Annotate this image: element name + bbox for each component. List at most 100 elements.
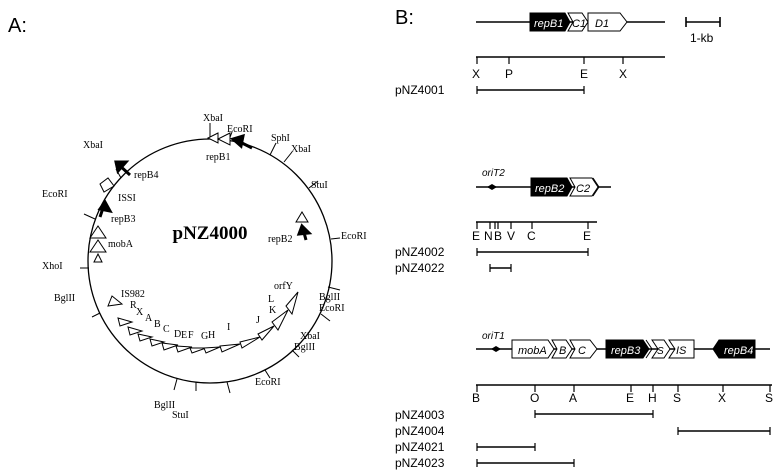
gene-label-orfy: orfY bbox=[274, 281, 293, 292]
repb1-arrow-a bbox=[206, 132, 219, 144]
site-label-stui: StuI bbox=[172, 410, 189, 421]
origin-marker bbox=[491, 346, 501, 352]
map2-site-n: N bbox=[484, 229, 493, 243]
gene-label-is982: IS982 bbox=[121, 289, 145, 300]
gene-label-g: G bbox=[201, 331, 208, 342]
map2-site-b: B bbox=[494, 229, 502, 243]
gene-label-repb1: repB1 bbox=[206, 152, 230, 163]
gene-i-arrow bbox=[257, 325, 275, 341]
gene-b-arrow bbox=[149, 338, 166, 347]
panel-a-label: A: bbox=[8, 15, 27, 37]
map3-gene-repb3: repB3 bbox=[611, 345, 641, 357]
repb4-black-arrow bbox=[114, 160, 132, 177]
clone-pnz4002: pNZ4002 bbox=[395, 245, 445, 259]
site-label-xbai: XbaI bbox=[203, 113, 223, 124]
map1-gene-c1: C1 bbox=[572, 18, 586, 30]
map3-gene-moba: mobA bbox=[518, 345, 547, 357]
site-label-bglii: BglII bbox=[154, 400, 175, 411]
gene-label-i: I bbox=[227, 322, 230, 333]
gene-label-c: C bbox=[163, 324, 170, 335]
site-label-xbai: XbaI bbox=[83, 140, 103, 151]
map3-site-x: X bbox=[718, 391, 726, 405]
gene-label-b: B bbox=[154, 319, 161, 330]
map2-gene-c2: C2 bbox=[576, 183, 590, 195]
gene-x-arrow bbox=[127, 326, 144, 336]
map3-gene-is: IS bbox=[676, 345, 687, 357]
map1-site-e: E bbox=[580, 67, 588, 81]
repb2-gene-box bbox=[530, 177, 573, 197]
b-gene-box bbox=[551, 339, 573, 359]
site-label-xhoi: XhoI bbox=[42, 261, 63, 272]
map3-gene-s: S bbox=[657, 346, 664, 357]
site-ticks bbox=[80, 123, 341, 394]
map1-gene-repb1: repB1 bbox=[534, 18, 563, 30]
map3-site-s: S bbox=[765, 391, 773, 405]
site-label-ecori: EcoRI bbox=[255, 377, 281, 388]
gene-label-r: R bbox=[130, 300, 137, 311]
map-1: repB1 C1 D1 X P E X pNZ4001 bbox=[395, 12, 665, 97]
map2-site-e: E bbox=[583, 229, 591, 243]
moba-arrow-a bbox=[89, 225, 107, 239]
map-2: oriT2 repB2 C2 E N B V C E pNZ4002 bbox=[395, 168, 611, 275]
repb3-black-arrow bbox=[97, 199, 113, 218]
clone-pnz4004: pNZ4004 bbox=[395, 424, 445, 438]
map3-site-s: S bbox=[673, 391, 681, 405]
site-label-ecori: EcoRI bbox=[227, 124, 253, 135]
gene-label-e: E bbox=[181, 330, 187, 341]
gene-label-x: X bbox=[136, 307, 144, 318]
map3-site-h: H bbox=[648, 391, 657, 405]
site-label-ecori: EcoRI bbox=[319, 303, 345, 314]
plasmid-map: pNZ4000 XbaI EcoRI SphI XbaI bbox=[42, 113, 367, 421]
gene-label-l: L bbox=[268, 294, 274, 305]
gene-label-h: H bbox=[208, 330, 215, 341]
site-label-ecori: EcoRI bbox=[42, 189, 68, 200]
panel-b-label: B: bbox=[395, 7, 414, 29]
moba-arrow-c bbox=[93, 252, 103, 263]
site-label-xbai: XbaI bbox=[300, 331, 320, 342]
gene-label-repb3: repB3 bbox=[111, 214, 135, 225]
gene-label-a: A bbox=[145, 313, 153, 324]
map2-site-c: C bbox=[527, 229, 536, 243]
gene-label-repb4: repB4 bbox=[134, 170, 158, 181]
map3-site-b: B bbox=[472, 391, 480, 405]
gene-d-arrow bbox=[175, 345, 193, 353]
gene-f-arrow bbox=[203, 346, 221, 354]
clone-pnz4022: pNZ4022 bbox=[395, 261, 445, 275]
map2-gene-repb2: repB2 bbox=[535, 183, 564, 195]
gene-label-j: J bbox=[256, 315, 260, 326]
moba-arrow-b bbox=[89, 239, 107, 253]
map3-site-a: A bbox=[569, 391, 577, 405]
gene-label-moba: mobA bbox=[108, 239, 134, 250]
repb3-gene-box bbox=[605, 339, 650, 359]
gene-r-arrow bbox=[117, 317, 134, 327]
repb2-arrow bbox=[295, 211, 309, 223]
map2-site-e: E bbox=[472, 229, 480, 243]
clone-pnz4003: pNZ4003 bbox=[395, 408, 445, 422]
gene-label-k: K bbox=[269, 305, 277, 316]
map3-site-e: E bbox=[626, 391, 634, 405]
site-label-bglii: BglII bbox=[319, 292, 340, 303]
map1-gene-d1: D1 bbox=[595, 18, 609, 30]
gene-arrows bbox=[89, 132, 309, 354]
c1-gene-box bbox=[567, 12, 589, 32]
black-arrows bbox=[97, 133, 313, 241]
origin-marker bbox=[487, 184, 497, 190]
clone-pnz4021: pNZ4021 bbox=[395, 440, 445, 454]
gene-label-issi: ISSI bbox=[118, 193, 136, 204]
gene-label-repb2: repB2 bbox=[268, 234, 292, 245]
c-gene-box bbox=[569, 339, 598, 359]
site-label-bglii: BglII bbox=[294, 342, 315, 353]
map3-gene-repb4: repB4 bbox=[724, 345, 753, 357]
clone-pnz4001: pNZ4001 bbox=[395, 83, 445, 97]
repb4-gene-box bbox=[712, 339, 756, 359]
site-label-bglii: BglII bbox=[54, 293, 75, 304]
map3-origin: oriT1 bbox=[482, 331, 505, 342]
gene-label-f: F bbox=[188, 330, 194, 341]
gene-a-arrow bbox=[137, 333, 154, 342]
map-3: oriT1 mobA B C repB3 S IS repB4 B bbox=[395, 331, 773, 470]
site-label-ecori: EcoRI bbox=[341, 231, 367, 242]
map1-site-p: P bbox=[505, 67, 513, 81]
clone-pnz4023: pNZ4023 bbox=[395, 456, 445, 470]
map3-site-o: O bbox=[530, 391, 539, 405]
